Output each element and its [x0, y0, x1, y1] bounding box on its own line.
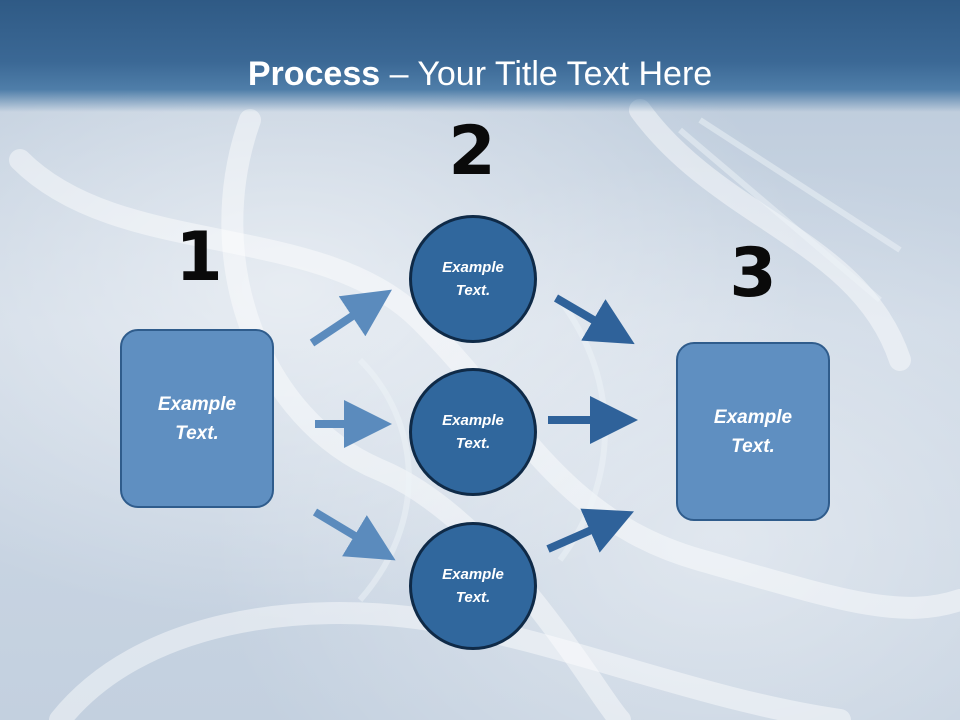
process-circle-1: Example Text.	[409, 215, 537, 343]
arrow-to-circle-1	[309, 289, 392, 347]
step-number-2: 2	[448, 112, 496, 191]
title-bar	[0, 0, 960, 112]
circle-2-label: Example Text.	[442, 412, 504, 452]
arrow-from-circle-3	[546, 508, 634, 553]
arrow-to-circle-3	[312, 508, 396, 561]
right-box-label: Example Text.	[713, 406, 793, 457]
step-number-1: 1	[175, 218, 223, 297]
title-bold: Process	[247, 55, 381, 93]
arrow-from-circle-1	[553, 294, 635, 345]
left-process-box: Example Text.	[120, 329, 274, 508]
process-circle-2: Example Text.	[409, 368, 537, 496]
page-title: Process – Your Title Text Here	[0, 52, 960, 96]
circle-3-label: Example Text.	[442, 566, 504, 606]
title-rest: – Your Title Text Here	[380, 55, 713, 93]
step-number-3: 3	[729, 234, 777, 313]
circle-1-label: Example Text.	[442, 259, 504, 299]
right-process-box: Example Text.	[676, 342, 830, 521]
process-circle-3: Example Text.	[409, 522, 537, 650]
left-box-label: Example Text.	[157, 393, 237, 444]
